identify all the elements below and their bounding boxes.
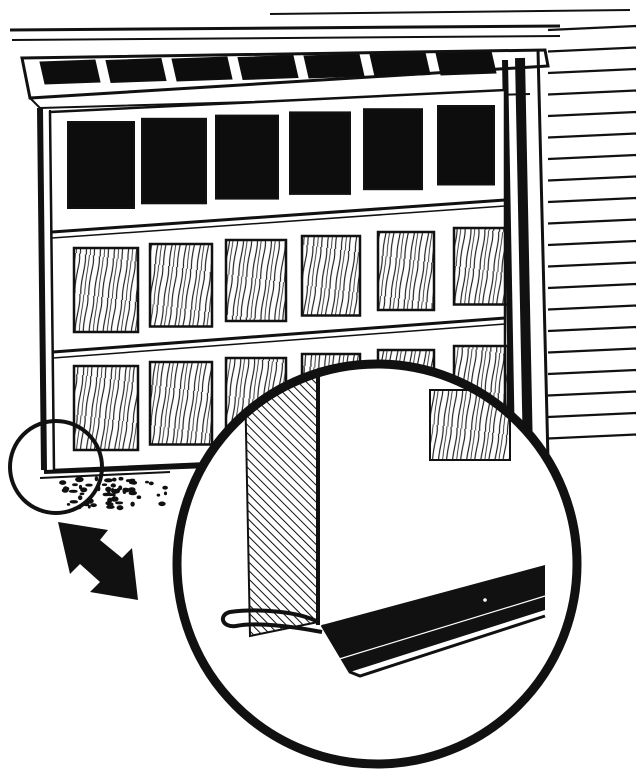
siding-board <box>548 413 636 417</box>
siding-board <box>548 435 636 439</box>
wood-panel <box>150 244 212 327</box>
siding-board <box>548 392 636 396</box>
siding-board <box>548 349 636 353</box>
gravel-speck <box>79 496 82 500</box>
header-vent <box>436 51 496 75</box>
header-vent <box>238 56 298 80</box>
gravel-speck <box>146 481 149 483</box>
siding-board <box>548 263 636 267</box>
gravel-speck <box>67 504 69 506</box>
siding-board <box>548 284 636 288</box>
siding-board <box>548 155 636 159</box>
wood-panel <box>74 366 138 450</box>
wood-panel <box>150 362 212 445</box>
gravel-speck <box>111 497 118 501</box>
gravel-speck <box>129 488 136 492</box>
gravel-speck <box>131 502 134 506</box>
house-siding <box>548 26 636 439</box>
gravel-speck <box>63 487 68 492</box>
gravel-speck <box>60 481 66 485</box>
siding-board <box>548 370 636 374</box>
gravel-speck <box>163 486 168 489</box>
gravel-speck <box>113 478 117 481</box>
gravel-speck <box>112 489 119 493</box>
wood-panel <box>302 236 360 316</box>
wood-panel <box>454 228 508 305</box>
gravel-speck <box>69 490 77 492</box>
double-arrow-icon <box>58 522 138 600</box>
gravel-speck <box>105 479 113 482</box>
window-pane <box>364 109 422 189</box>
siding-board <box>548 48 636 52</box>
gravel-speck <box>123 489 126 494</box>
window-pane <box>216 116 278 199</box>
wood-panel <box>74 248 138 332</box>
siding-board <box>548 91 636 95</box>
gravel-speck <box>130 482 136 484</box>
gravel-speck <box>149 482 153 485</box>
header-vent <box>370 53 430 77</box>
gravel-speck <box>77 478 79 480</box>
gravel-speck <box>88 505 90 508</box>
gravel-speck <box>157 494 160 496</box>
header-vent <box>172 57 232 81</box>
siding-board <box>548 26 636 30</box>
gravel-speck <box>111 484 115 487</box>
gravel-speck <box>107 494 114 496</box>
wood-panel <box>378 232 434 310</box>
gravel-speck <box>91 504 97 507</box>
header-vent <box>304 54 364 78</box>
gravel-speck <box>79 485 81 488</box>
gravel-speck <box>164 492 166 495</box>
gravel-speck <box>159 502 165 506</box>
gravel-speck <box>137 496 141 499</box>
window-pane <box>290 112 350 193</box>
siding-board <box>548 241 636 245</box>
window-pane <box>438 106 494 185</box>
header-vent <box>40 60 100 84</box>
header-vent <box>106 59 166 83</box>
siding-board <box>548 134 636 138</box>
gravel-speck <box>116 502 123 504</box>
gravel-speck <box>95 477 97 481</box>
gravel-speck <box>107 506 114 509</box>
siding-board <box>548 112 636 116</box>
gravel-speck <box>86 484 92 486</box>
window-pane <box>142 119 206 204</box>
gravel-speck <box>106 487 111 491</box>
gravel-speck <box>80 493 84 495</box>
gravel-speck <box>102 484 106 486</box>
siding-board <box>548 177 636 181</box>
wood-panel <box>226 240 286 321</box>
gravel-speck <box>117 506 123 510</box>
siding-board <box>548 327 636 331</box>
siding-board <box>548 69 636 73</box>
magnified-detail-circle-icon <box>177 364 577 764</box>
gravel-speck <box>70 501 77 503</box>
siding-board <box>548 220 636 224</box>
gravel-speck <box>119 477 123 480</box>
window-pane <box>68 122 134 208</box>
siding-board <box>548 198 636 202</box>
siding-board <box>548 306 636 310</box>
gravel-speck <box>73 484 78 486</box>
